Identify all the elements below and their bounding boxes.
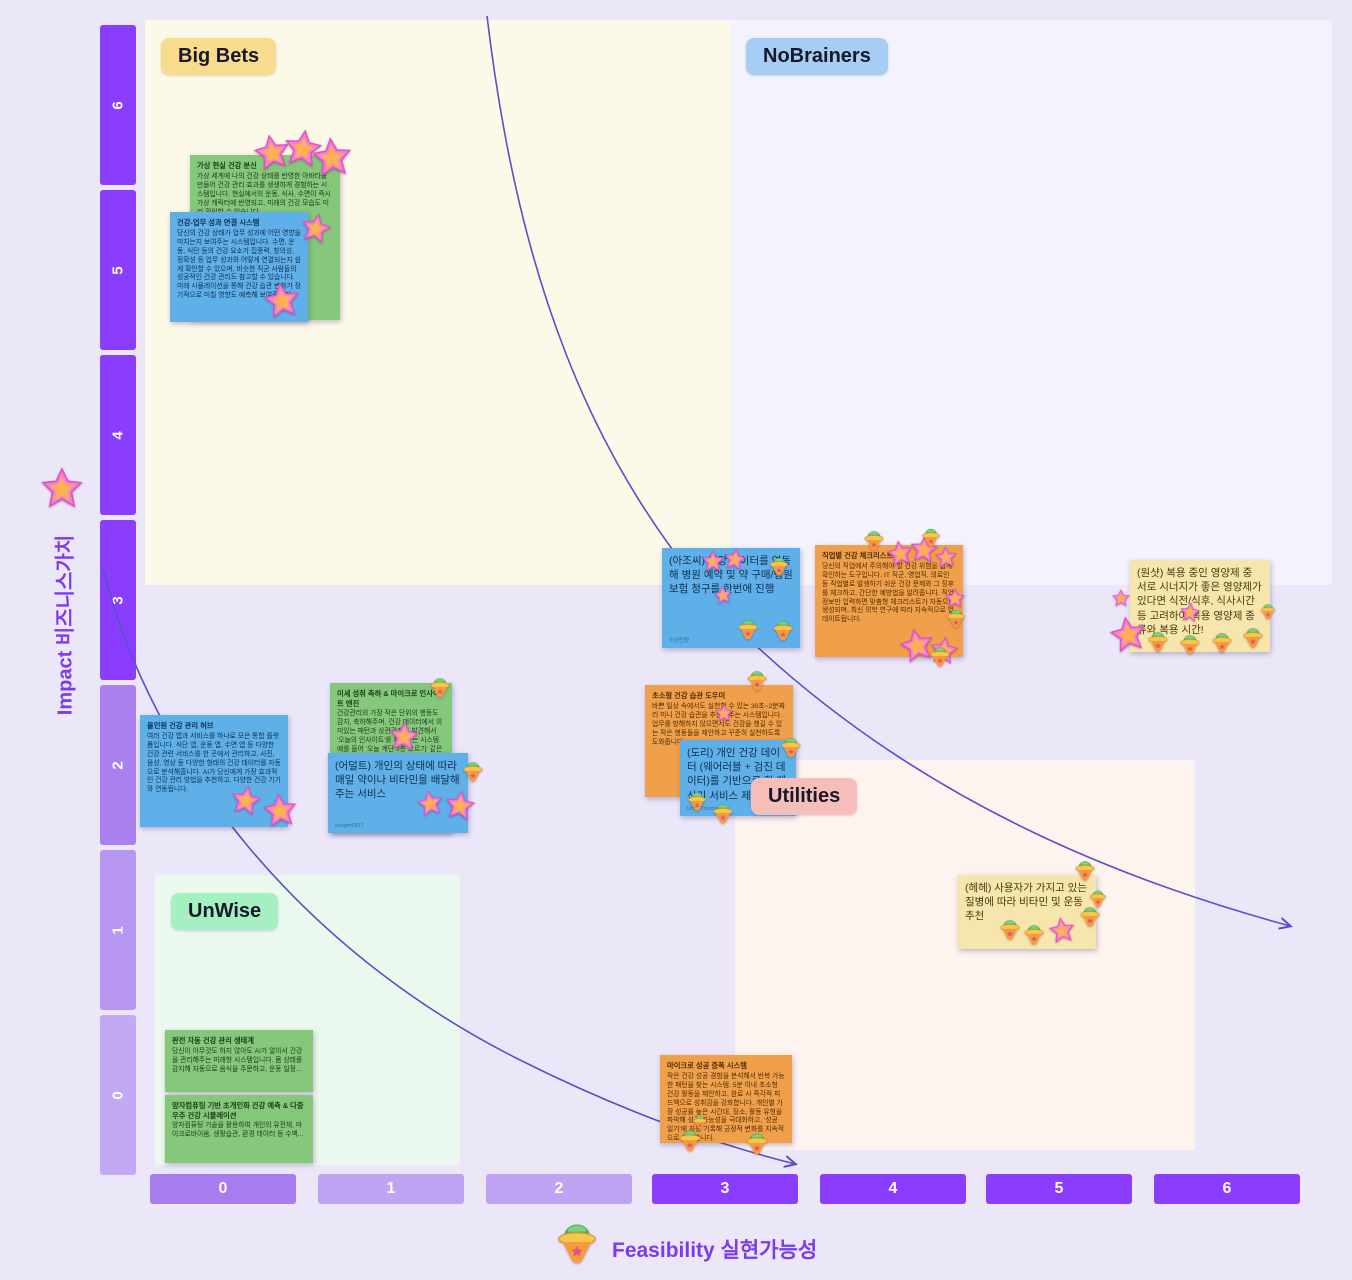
y-axis-tick-2: 2 — [100, 685, 136, 845]
ufo-sticker[interactable] — [1177, 631, 1203, 657]
ufo-sticker[interactable] — [743, 1129, 771, 1157]
ufo-sticker[interactable] — [997, 916, 1023, 942]
quadrant-nobrainers: NoBrainers — [730, 20, 1332, 585]
note-title: 완전 자동 건강 관리 생태계 — [172, 1036, 254, 1045]
y-axis-tick-5: 5 — [100, 190, 136, 350]
ufo-sticker[interactable] — [767, 554, 791, 578]
ufo-sticker[interactable] — [1145, 628, 1171, 654]
note-body: (어덜트) 개인의 상태에 따라 매일 약이나 비타민을 배달해주는 서비스 — [335, 760, 460, 801]
ufo-sticker[interactable] — [1240, 624, 1266, 650]
x-axis-tick-2: 2 — [486, 1174, 632, 1204]
ufo-sticker[interactable] — [685, 789, 709, 813]
star-sticker[interactable] — [715, 704, 733, 722]
note-body: 양자컴퓨팅 기술을 활용하여 개인의 유전체, 마이크로바이옴, 생활습관, 환… — [172, 1122, 304, 1139]
ufo-sticker[interactable] — [1209, 629, 1235, 655]
ufo-sticker[interactable] — [710, 800, 736, 826]
x-axis-tick-3: 3 — [652, 1174, 798, 1204]
note-author: sungm0917 — [335, 822, 364, 829]
x-axis-label: Feasibility 실현가능성 — [612, 1239, 818, 1262]
y-axis-tick-0: 0 — [100, 1015, 136, 1175]
star-sticker[interactable] — [415, 788, 445, 818]
star-sticker[interactable] — [722, 546, 747, 571]
star-sticker[interactable] — [388, 720, 421, 753]
x-axis-tick-1: 1 — [318, 1174, 464, 1204]
note-body: 가상 세계에 나의 건강 상태를 반영한 아바타를 만들어 건강 관리 효과를 … — [197, 172, 331, 216]
x-axis-tick-0: 0 — [150, 1174, 296, 1204]
y-axis-tick-6: 6 — [100, 25, 136, 185]
ufo-sticker[interactable] — [944, 606, 968, 630]
ufo-sticker[interactable] — [927, 643, 953, 669]
star-sticker[interactable] — [1179, 601, 1201, 623]
ufo-sticker[interactable] — [427, 674, 453, 700]
y-axis-tick-4: 4 — [100, 355, 136, 515]
star-sticker[interactable] — [713, 585, 733, 605]
star-sticker[interactable] — [934, 545, 957, 568]
note-body: 당신의 직업에서 주의해야 할 건강 위험을 쉽게 확인하는 도구입니다. IT… — [822, 562, 955, 624]
note-title: 건강-업무 성과 연결 시스템 — [177, 218, 260, 227]
note-author: 이성민환 — [669, 637, 690, 644]
y-axis-tick-3: 3 — [100, 520, 136, 680]
ufo-sticker[interactable] — [1072, 857, 1098, 883]
ufo-sticker[interactable] — [1087, 887, 1109, 909]
note-title: 올인원 건강 관리 허브 — [147, 721, 214, 730]
x-axis-tick-5: 5 — [986, 1174, 1132, 1204]
star-sticker[interactable] — [261, 791, 298, 828]
star-sticker[interactable] — [1107, 613, 1149, 655]
star-sticker[interactable] — [262, 280, 303, 321]
ufo-sticker[interactable] — [861, 527, 887, 553]
star-sticker[interactable] — [702, 550, 724, 572]
y-axis-tick-1: 1 — [100, 850, 136, 1010]
ufo-sticker[interactable] — [778, 734, 804, 760]
star-sticker[interactable] — [945, 588, 965, 608]
ufo-sticker[interactable] — [1258, 601, 1278, 621]
note-title: 가상 현실 건강 분신 — [197, 161, 257, 170]
ufo-sticker[interactable] — [744, 667, 770, 693]
note-body: 당신이 아무것도 하지 않아도 AI가 알아서 건강을 관리해주는 미래형 시스… — [172, 1047, 303, 1073]
note-title: 양자컴퓨팅 기반 초개인화 건강 예측 & 다중우주 건강 시뮬레이션 — [172, 1101, 304, 1120]
ufo-sticker[interactable] — [460, 758, 486, 784]
quadrant-label-nobrainers[interactable]: NoBrainers — [746, 38, 888, 75]
quadrant-utilities: Utilities — [735, 760, 1195, 1150]
y-axis-label: Impact 비즈니스가치 — [54, 534, 77, 716]
star-sticker[interactable] — [298, 210, 334, 246]
star-sticker[interactable] — [1112, 589, 1130, 607]
feasibility-axis-icon[interactable] — [551, 1216, 603, 1268]
star-sticker[interactable] — [310, 135, 353, 178]
quadrant-label-utilities[interactable]: Utilities — [751, 778, 858, 815]
quadrant-label-unwise[interactable]: UnWise — [171, 893, 279, 930]
star-sticker[interactable] — [229, 783, 264, 818]
ufo-sticker[interactable] — [735, 616, 761, 642]
x-axis-tick-4: 4 — [820, 1174, 966, 1204]
x-axis-tick-6: 6 — [1154, 1174, 1300, 1204]
star-sticker[interactable] — [443, 788, 477, 822]
ufo-sticker[interactable] — [770, 617, 796, 643]
impact-axis-icon[interactable] — [41, 467, 83, 509]
star-sticker[interactable] — [1047, 915, 1076, 944]
note-body: 여러 건강 앱과 서비스를 하나로 모은 통합 플랫폼입니다. 식단 앱, 운동… — [147, 732, 281, 794]
ufo-sticker[interactable] — [1021, 921, 1047, 947]
ufo-sticker[interactable] — [676, 1126, 704, 1154]
note-title: 마이크로 성공 증폭 시스템 — [667, 1061, 747, 1070]
quadrant-label-big-bets[interactable]: Big Bets — [161, 38, 277, 75]
